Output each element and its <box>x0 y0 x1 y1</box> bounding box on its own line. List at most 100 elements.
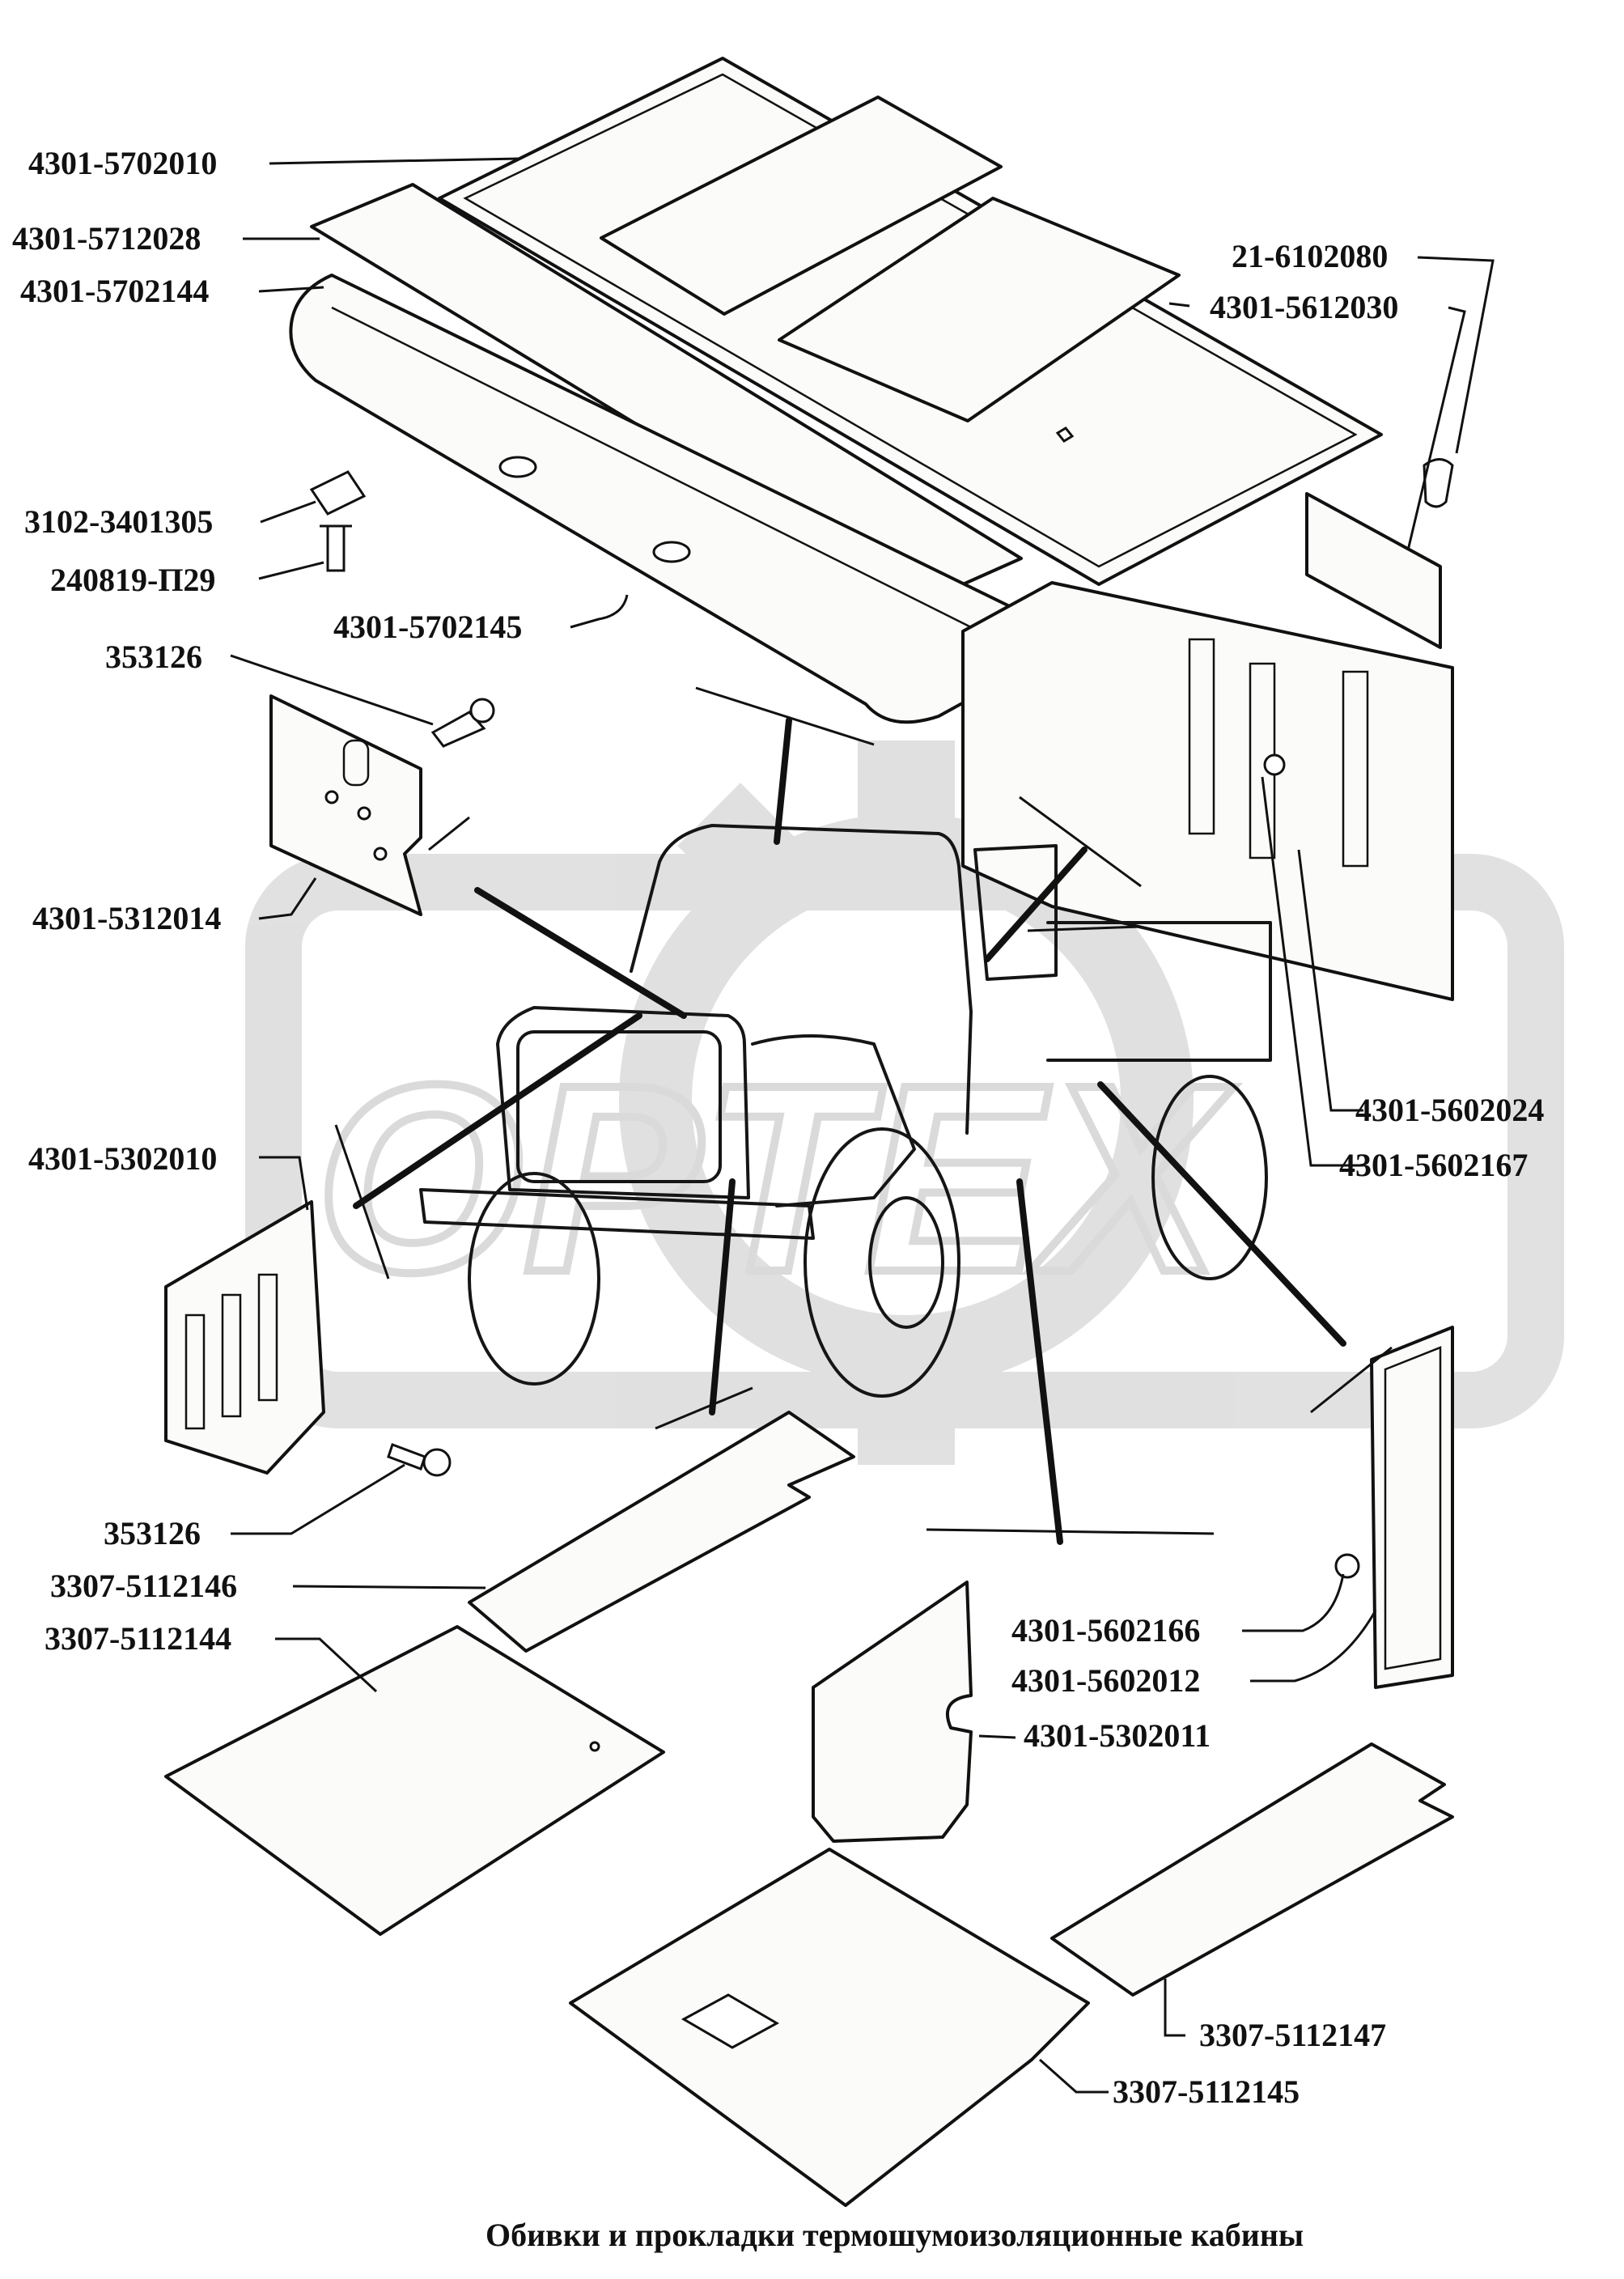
clip-5602166 <box>1334 1553 1360 1579</box>
label-4301-5302011: 4301-5302011 <box>1024 1717 1211 1754</box>
mat-5112146 <box>468 1411 855 1653</box>
rear-wall-clip <box>1263 753 1286 776</box>
panel-5302011 <box>812 1581 973 1843</box>
truck-fender <box>751 1034 916 1207</box>
truck-windshield-edge <box>630 860 661 973</box>
clip-353126-bottom <box>387 1443 426 1471</box>
label-21-6102080: 21-6102080 <box>1232 238 1388 274</box>
leader-l12 <box>1297 849 1363 1112</box>
label-4301-5602166: 4301-5602166 <box>1011 1612 1200 1649</box>
leader-l11 <box>259 1156 309 1211</box>
bolt-240819 <box>320 524 352 572</box>
rear-upper-pad <box>1305 492 1442 649</box>
rear-wall-slot-3 <box>1342 670 1369 868</box>
floor-mats <box>164 1411 1454 2207</box>
label-4301-5702145: 4301-5702145 <box>333 609 522 645</box>
roof-pad-front <box>600 95 1003 316</box>
rear-wall-assembly <box>961 458 1454 1001</box>
label-3102-3401305: 3102-3401305 <box>24 503 213 540</box>
truck-body <box>1046 921 1272 1062</box>
truck-front-hub <box>868 1196 944 1329</box>
leader-l19 <box>978 1734 1016 1739</box>
truck-rear-wheel <box>1151 1075 1268 1280</box>
leader-l15 <box>292 1585 486 1589</box>
panel-5302010-rib-1 <box>184 1314 206 1430</box>
label-4301-5302010: 4301-5302010 <box>28 1140 217 1177</box>
rear-wall-slot-1 <box>1188 638 1215 835</box>
panel-5602012 <box>1370 1326 1454 1689</box>
truck-left-wheel <box>468 1172 600 1386</box>
mat-5112145 <box>569 1848 1090 2207</box>
leader-l03 <box>258 286 324 293</box>
panel-5312014-slot <box>342 739 370 787</box>
assembly-connectors <box>334 686 1393 1545</box>
truck-side-window <box>973 844 1058 981</box>
leader-l05 <box>1168 302 1466 551</box>
mat-5112147 <box>1050 1742 1454 1997</box>
label-240819-p29: 240819-П29 <box>50 562 215 598</box>
leader-l01 <box>269 157 519 165</box>
panel-5312014-hole-1 <box>324 790 339 804</box>
roof-panel-assembly <box>289 57 1383 724</box>
leader-l17 <box>1242 1573 1345 1632</box>
exploded-guide-lines <box>334 686 1393 1535</box>
panel-5302010-rib-3 <box>257 1273 278 1402</box>
roof-latch <box>1055 427 1075 443</box>
part-labels: 4301-5702010 4301-5712028 4301-5702144 2… <box>12 145 1544 2110</box>
leader-l04 <box>1417 256 1495 454</box>
mat-5112144 <box>164 1625 665 1936</box>
label-3307-5112144: 3307-5112144 <box>45 1620 231 1657</box>
roof-headliner-seam <box>331 306 996 641</box>
label-leaders <box>230 157 1495 2094</box>
truck-bumper <box>419 1188 815 1240</box>
label-4301-5602167: 4301-5602167 <box>1339 1147 1528 1183</box>
connector-panel-5302010 <box>353 1012 642 1209</box>
leader-l07 <box>258 561 324 580</box>
connector-mat-left <box>709 1178 736 1415</box>
truck-front-wheel <box>804 1127 960 1398</box>
leader-l10 <box>258 877 317 920</box>
connector-panel-5602012 <box>1097 1081 1346 1347</box>
label-4301-5712028: 4301-5712028 <box>12 220 201 257</box>
label-4301-5612030: 4301-5612030 <box>1210 289 1398 325</box>
leader-l14 <box>231 1463 405 1535</box>
clip-353126-bottom-head <box>422 1448 452 1477</box>
panel-5312014-hole-3 <box>373 847 388 861</box>
leader-l18 <box>1250 1610 1377 1683</box>
label-4301-5702144: 4301-5702144 <box>20 273 209 309</box>
truck-cab-outline <box>658 824 973 1135</box>
truck-drawing <box>419 824 1272 1398</box>
hardware <box>309 470 1360 1579</box>
panel-5302010 <box>164 1200 325 1475</box>
label-4301-5602012: 4301-5602012 <box>1011 1662 1200 1699</box>
label-4301-5312014: 4301-5312014 <box>32 900 221 936</box>
label-3307-5112146: 3307-5112146 <box>50 1568 237 1604</box>
connector-roof <box>774 717 792 845</box>
label-4301-5602024: 4301-5602024 <box>1355 1092 1544 1128</box>
truck-hood <box>496 1006 750 1199</box>
roof-outer-panel-border <box>463 73 1358 568</box>
label-3307-5112145: 3307-5112145 <box>1113 2073 1300 2110</box>
leader-l21 <box>1039 2058 1109 2094</box>
side-panels <box>164 694 1454 1843</box>
roof-headliner <box>289 274 1040 724</box>
leader-l09 <box>230 654 434 726</box>
leader-l13 <box>1261 776 1363 1167</box>
mat-5112145-cutout <box>681 1993 780 2049</box>
mat-5112144-hole <box>589 1741 600 1752</box>
label-353126-bottom: 353126 <box>104 1515 201 1551</box>
roof-clip-hole-2 <box>652 541 691 563</box>
roof-pad-rear <box>778 197 1181 422</box>
panel-5602012-border <box>1384 1346 1442 1670</box>
clip-353126-top <box>430 711 486 748</box>
leader-l08 <box>570 594 629 629</box>
connector-mat-right <box>1016 1178 1063 1545</box>
connector-rear-wall <box>984 847 1088 962</box>
diagram-caption: Обивки и прокладки термошумоизоляционные… <box>486 2217 1304 2253</box>
rear-wall-panel <box>961 581 1454 1001</box>
roof-clip-hole-1 <box>498 456 537 478</box>
label-3307-5112147: 3307-5112147 <box>1199 2017 1386 2053</box>
rear-bracket <box>1423 458 1454 508</box>
panel-5312014-hole-2 <box>357 806 371 821</box>
